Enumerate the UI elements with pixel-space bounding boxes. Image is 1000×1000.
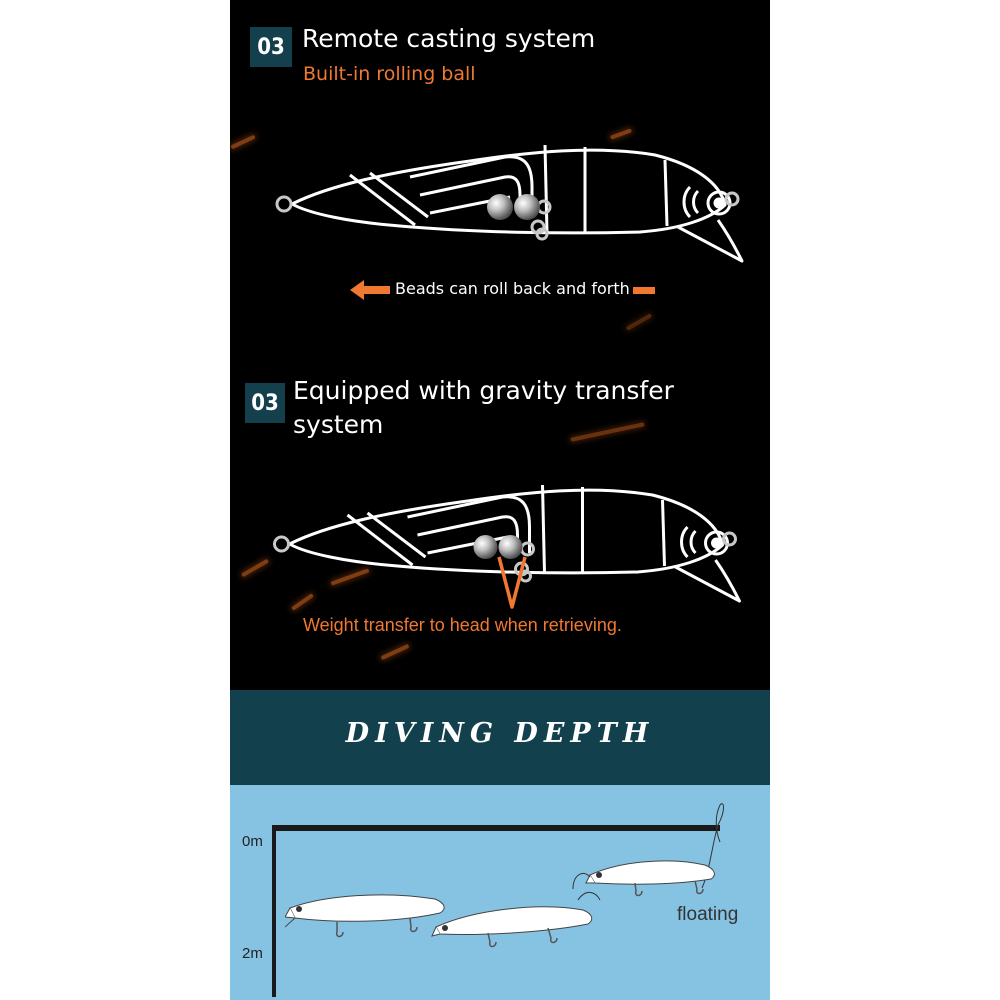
- water-surface-line: [272, 825, 720, 831]
- section-title: Equipped with gravity transfer: [293, 376, 674, 405]
- banner-title: DIVING DEPTH: [345, 718, 655, 749]
- weight-caption: Weight transfer to head when retrieving.: [303, 615, 622, 635]
- body-stripe: [407, 495, 531, 553]
- bead: [487, 194, 513, 220]
- segment-line: [661, 499, 666, 567]
- depth-axis: [272, 825, 276, 997]
- glow-streak: [570, 422, 645, 442]
- glow-streak: [380, 643, 410, 661]
- bead: [473, 535, 498, 559]
- lure-body-outline: [290, 148, 727, 235]
- body-stripe: [419, 175, 522, 213]
- nose-ring: [722, 531, 737, 547]
- v-pointer-icon: [497, 556, 527, 609]
- section-badge: 03: [245, 383, 285, 423]
- section-badge: 03: [250, 27, 292, 67]
- body-stripe: [409, 155, 534, 213]
- lure-icon: [431, 892, 601, 948]
- depth-diagram: 0m 2m floating: [230, 785, 770, 1000]
- fishing-line: [572, 873, 591, 890]
- lure-lip: [674, 559, 741, 603]
- gill-line: [689, 529, 697, 555]
- glow-streak: [230, 134, 256, 150]
- tail-ring: [275, 195, 293, 213]
- rolling-beads: [473, 535, 523, 559]
- segment-line: [543, 144, 549, 234]
- gill-line: [682, 185, 692, 219]
- section-subtitle: Built-in rolling ball: [303, 63, 476, 85]
- feature-panel: 03 Remote casting system Built-in rollin…: [230, 0, 770, 690]
- body-stripe: [369, 171, 429, 219]
- depth-label-top: 0m: [242, 833, 263, 850]
- body-stripe: [366, 511, 427, 559]
- gill-line: [680, 525, 689, 559]
- body-stripe: [417, 515, 519, 553]
- body-stripe: [349, 173, 416, 227]
- floating-label: floating: [677, 904, 739, 925]
- arrow-left-icon: [350, 280, 390, 300]
- segment-line: [541, 484, 546, 574]
- lure-icon: [285, 894, 445, 938]
- banner: DIVING DEPTH: [230, 690, 770, 785]
- lure-lip: [677, 219, 744, 263]
- beads-caption: Beads can roll back and forth: [395, 279, 630, 298]
- nose-ring: [724, 191, 740, 207]
- tail-ring: [273, 535, 290, 553]
- lure-eye: [706, 190, 732, 216]
- bead: [514, 194, 540, 220]
- lure-diagram: [275, 144, 744, 263]
- section-title: Remote casting system: [302, 24, 596, 53]
- bead: [498, 535, 523, 559]
- fishing-line: [701, 803, 724, 889]
- lure-icon: [585, 860, 715, 897]
- belly-ring: [520, 541, 535, 557]
- glow-streak: [625, 313, 653, 331]
- arrow-tail-icon: [633, 287, 655, 294]
- gill-line: [692, 189, 700, 215]
- lure-eye: [704, 530, 729, 556]
- lure-diagram: [273, 484, 741, 603]
- section-title-continued: system: [293, 410, 384, 439]
- body-stripe: [346, 513, 414, 567]
- lure-body-outline: [288, 488, 724, 575]
- segment-line: [663, 159, 669, 227]
- depth-label-bottom: 2m: [242, 945, 263, 962]
- rolling-beads: [487, 194, 540, 220]
